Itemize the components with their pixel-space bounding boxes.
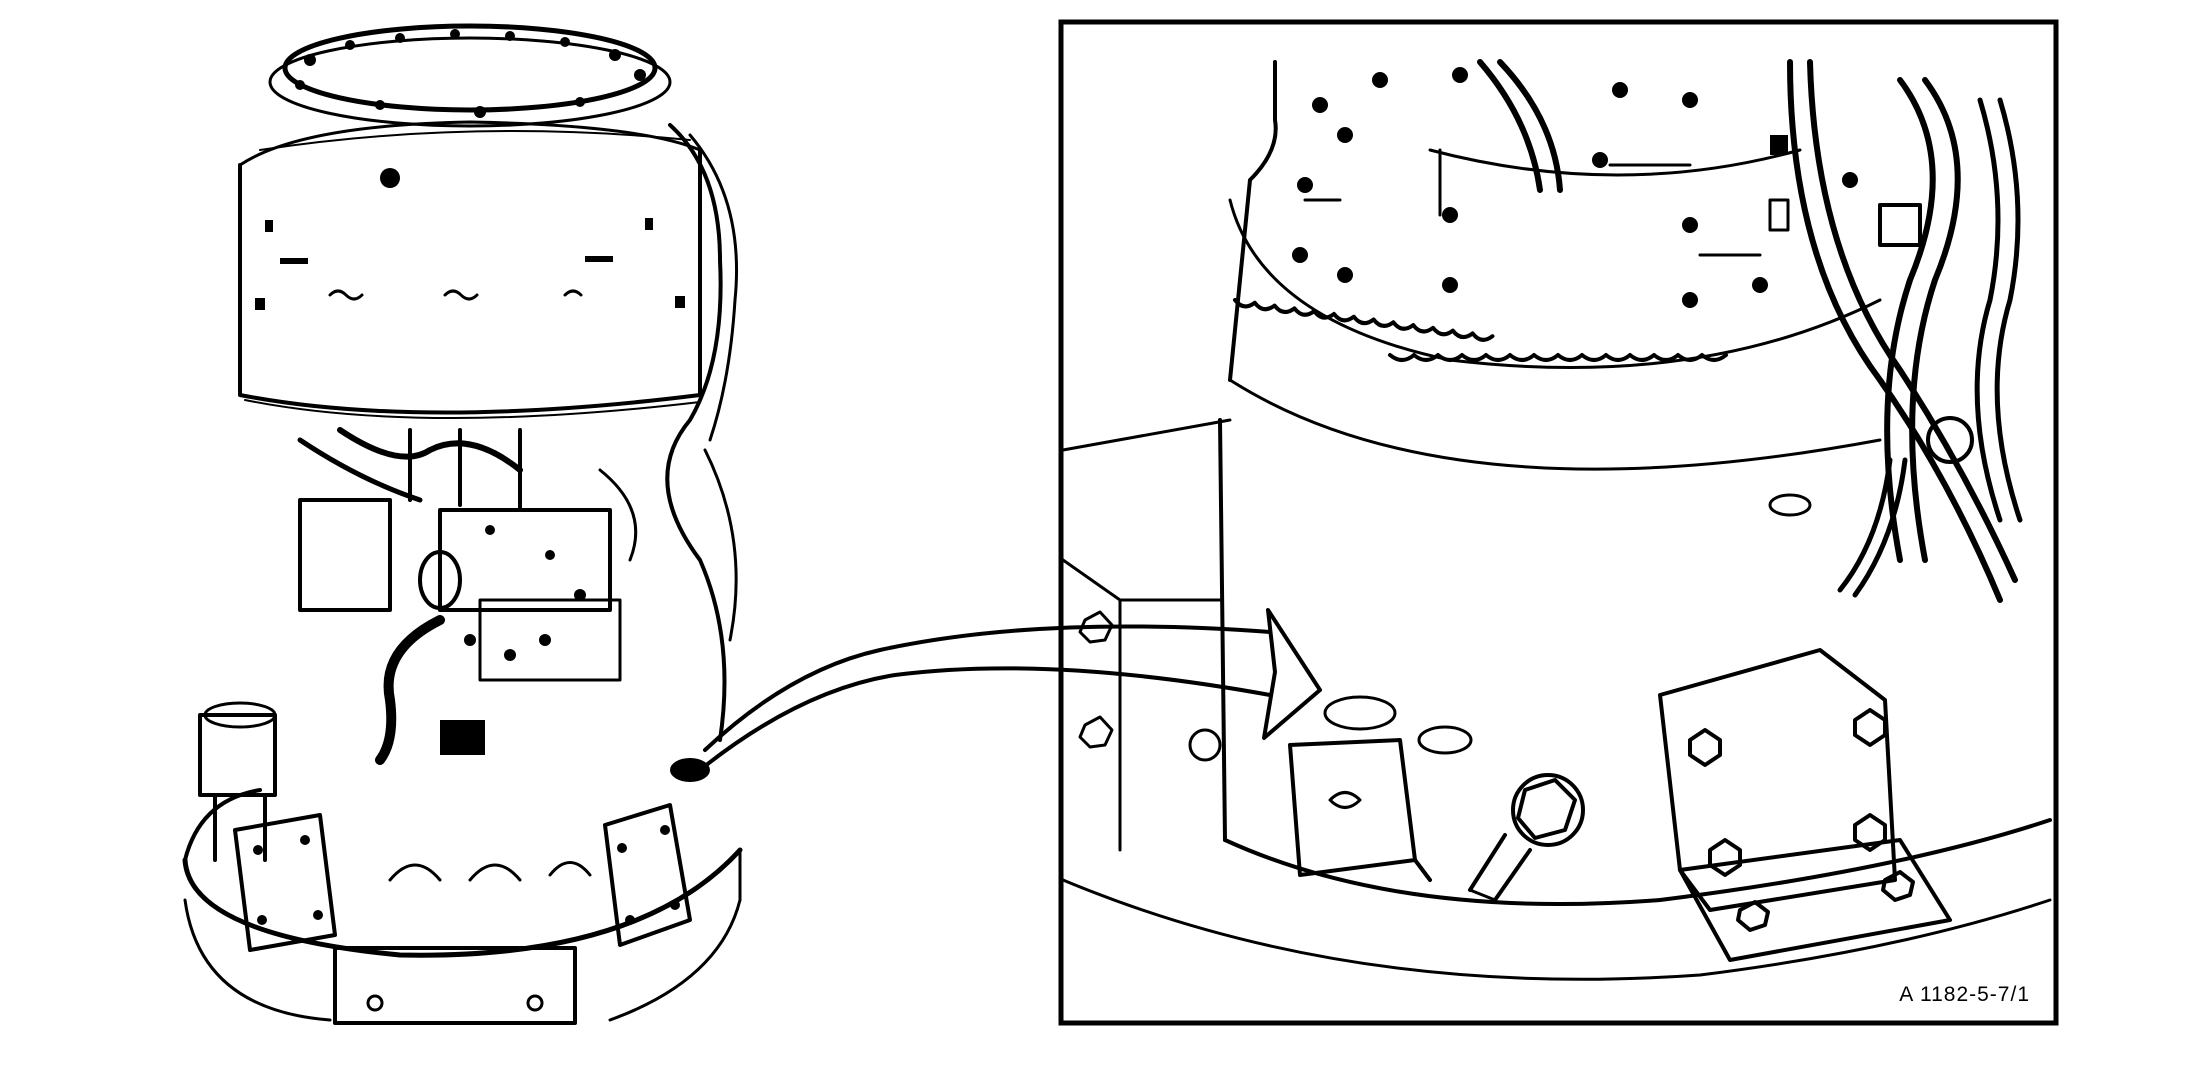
detail-inset-view — [1058, 19, 2059, 1026]
lower-left-bracket — [198, 701, 277, 862]
port-callout-origin — [670, 758, 710, 782]
inset-lower-housing — [1061, 418, 2052, 981]
sensor-block — [1288, 738, 1432, 882]
inset-left-bolts — [1078, 610, 1222, 762]
top-flange — [268, 23, 672, 128]
upper-drum — [238, 120, 702, 419]
callout-arrow — [698, 608, 1322, 772]
inset-frame — [1058, 19, 2059, 1026]
elbow-fitting — [1468, 773, 1585, 902]
base-ring — [182, 758, 743, 1025]
right-side-tubing — [665, 123, 739, 742]
engine-assembly-overview — [182, 23, 743, 1025]
inset-upper-drum — [1228, 59, 2023, 603]
inset-mount-pad — [1658, 648, 1952, 962]
accessory-section — [297, 427, 638, 765]
figure-reference-code: A 1182-5-7/1 — [1899, 983, 2030, 1006]
